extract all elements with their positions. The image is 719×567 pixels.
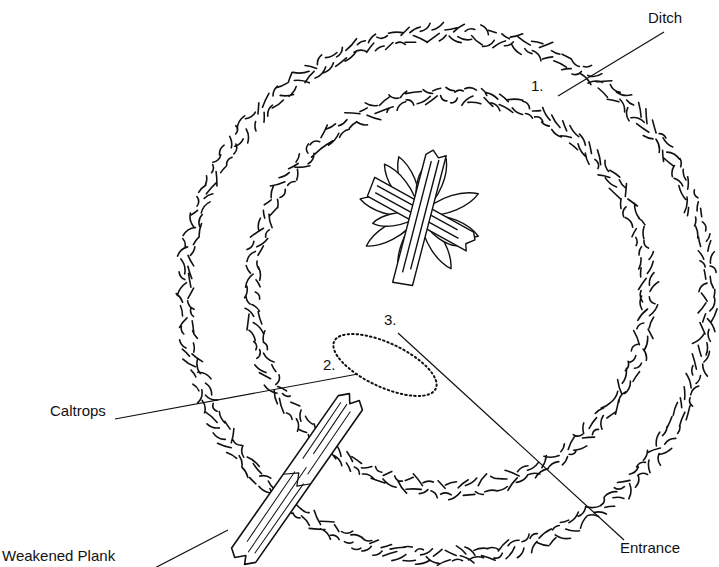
part-label: Entrance	[620, 540, 680, 557]
leader-lines	[115, 32, 664, 567]
part-label: Weakened Plank	[2, 548, 115, 565]
part-label: Ditch	[648, 10, 682, 27]
bush	[358, 149, 481, 288]
callout-number: 1.	[531, 78, 544, 95]
callout-number: 2.	[323, 357, 336, 374]
ditch-tufts	[176, 22, 717, 565]
callout-number: 3.	[384, 312, 397, 329]
dotted-ellipse	[327, 339, 443, 391]
caltrops-area: 2.	[327, 339, 443, 391]
ditch-rings	[176, 22, 717, 565]
part-label: Caltrops	[50, 403, 106, 420]
weakened-plank	[228, 389, 366, 567]
